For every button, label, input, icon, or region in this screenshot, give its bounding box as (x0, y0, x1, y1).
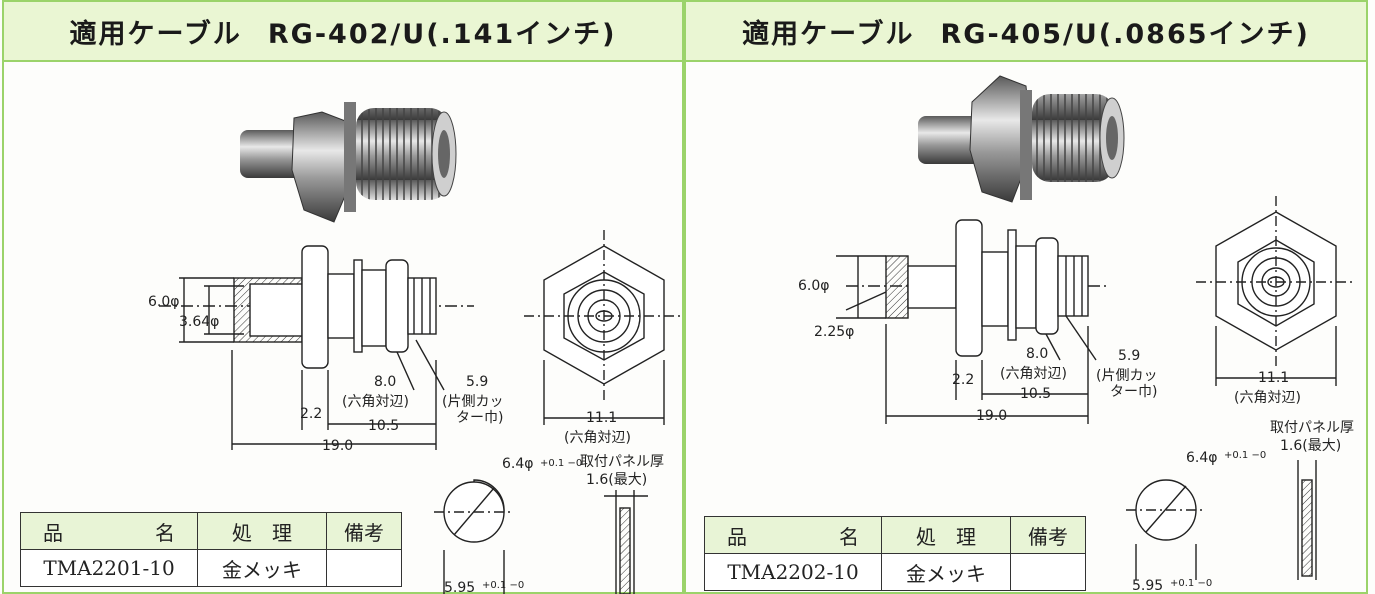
dim-hole-tol: +0.1 −0 (1224, 450, 1266, 461)
dim-hole-flat-tol: +0.1 −0 (482, 580, 524, 591)
table-row: TMA2201-10 金メッキ (20, 549, 402, 587)
connector-drawing: 6.0φ 3.64φ 8.0 (六角対辺) 5.9 (片側カッ ター巾) 2.2… (148, 102, 682, 594)
dim-hex-a: 8.0 (1026, 346, 1048, 362)
side-view (836, 219, 1106, 424)
dim-outer-diameter: 6.0φ (148, 294, 180, 310)
col-name: 品名 (20, 512, 198, 550)
dim-hole: 6.4φ (502, 456, 534, 472)
header-cable: RG-405/U(.0865インチ) (940, 18, 1310, 50)
notes-value (1010, 553, 1086, 591)
hex-front-view (524, 230, 682, 425)
panel-header: 適用ケーブル RG-405/U(.0865インチ) (686, 2, 1366, 62)
dim-hole-flat: 5.95 (1132, 578, 1163, 594)
dim-cutter-note1: (片側カッ (442, 394, 503, 410)
dim-cutter-note2: ター巾) (1110, 384, 1157, 400)
notes-value (326, 549, 402, 587)
treatment-value: 金メッキ (197, 549, 327, 587)
connector-photo (918, 75, 1125, 203)
dim-hex-a-note: (六角対辺) (1000, 366, 1067, 382)
panel-hole-view (434, 479, 648, 594)
dim-hole-tol: +0.1 −0 (540, 458, 582, 469)
dim-len-total: 19.0 (322, 438, 353, 454)
dim-hole-flat: 5.95 (444, 580, 475, 594)
part-number: TMA2201-10 (20, 549, 198, 587)
treatment-value: 金メッキ (881, 553, 1011, 591)
dim-hex-a-note: (六角対辺) (342, 394, 409, 410)
dim-len-mid: 10.5 (368, 418, 399, 434)
connector-photo (240, 102, 457, 223)
dim-gap: 2.2 (952, 372, 974, 388)
panel-hole-view (1126, 460, 1317, 580)
dim-gap: 2.2 (300, 406, 322, 422)
dim-hole: 6.4φ (1186, 450, 1218, 466)
dim-inner-diameter: 3.64φ (179, 314, 219, 330)
dim-hex-b-note: (六角対辺) (564, 430, 631, 446)
panel-thickness-label: 取付パネル厚 (580, 454, 664, 470)
dim-hex-b: 11.1 (586, 410, 617, 426)
dim-hex-b: 11.1 (1258, 370, 1289, 386)
header-title: 適用ケーブル (742, 18, 915, 50)
panel-header: 適用ケーブル RG-402/U(.141インチ) (4, 2, 682, 62)
side-view (159, 245, 474, 450)
dim-len-mid: 10.5 (1020, 386, 1051, 402)
col-notes: 備考 (326, 512, 402, 550)
panel-rg405: 適用ケーブル RG-405/U(.0865インチ) (684, 0, 1368, 594)
dim-inner-diameter: 2.25φ (814, 324, 854, 340)
panel-thickness-value: 1.6(最大) (1280, 438, 1341, 454)
dim-len-total: 19.0 (976, 408, 1007, 424)
header-title: 適用ケーブル (69, 18, 242, 50)
panel-thickness-label: 取付パネル厚 (1270, 420, 1354, 436)
part-number: TMA2202-10 (704, 553, 882, 591)
dim-cutter: 5.9 (1118, 348, 1140, 364)
hex-front-view (1196, 196, 1356, 386)
panel-thickness-value: 1.6(最大) (586, 472, 647, 488)
dim-hex-a: 8.0 (374, 374, 396, 390)
col-name: 品名 (704, 516, 882, 554)
connector-drawing: 6.0φ 2.25φ 8.0 (六角対辺) 5.9 (片側カッ ター巾) 2.2… (798, 75, 1356, 594)
col-notes: 備考 (1010, 516, 1086, 554)
dim-outer-diameter: 6.0φ (798, 278, 830, 294)
table-row: TMA2202-10 金メッキ (704, 553, 1086, 591)
panel-rg402: 適用ケーブル RG-402/U(.141インチ) (2, 0, 684, 594)
dim-cutter: 5.9 (466, 374, 488, 390)
col-treatment: 処 理 (197, 512, 327, 550)
dim-hole-flat-tol: +0.1 −0 (1170, 578, 1212, 589)
dim-hex-b-note: (六角対辺) (1234, 390, 1301, 406)
spec-table: 品名 処 理 備考 TMA2201-10 金メッキ (20, 512, 402, 587)
spec-table: 品名 処 理 備考 TMA2202-10 金メッキ (704, 516, 1086, 591)
col-treatment: 処 理 (881, 516, 1011, 554)
dim-cutter-note1: (片側カッ (1096, 368, 1157, 384)
dim-cutter-note2: ター巾) (456, 410, 503, 426)
header-cable: RG-402/U(.141インチ) (267, 18, 617, 50)
